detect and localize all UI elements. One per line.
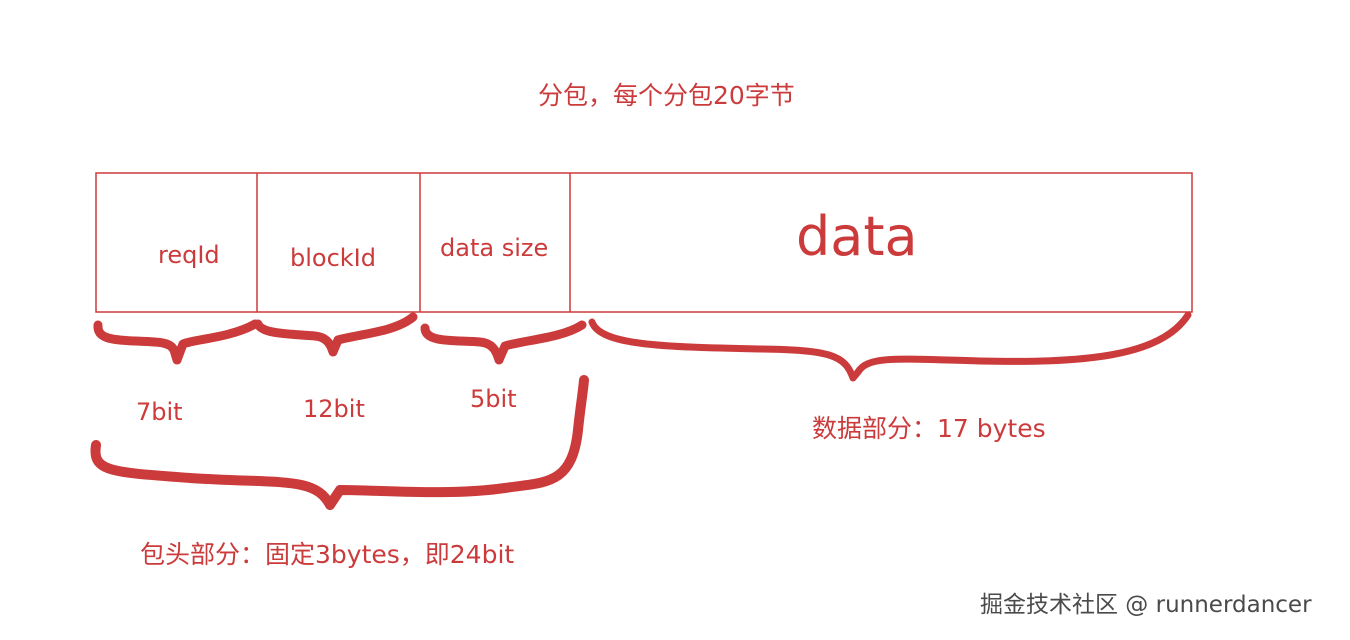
- header-part-label: 包头部分：固定3bytes，即24bit: [140, 540, 515, 569]
- brace-header: [90, 375, 589, 510]
- field-label-blockid: blockId: [290, 244, 376, 272]
- watermark: 掘金技术社区 @ runnerdancer: [980, 592, 1312, 618]
- brace-data: [588, 311, 1192, 382]
- bit-count-reqid: 7bit: [136, 398, 183, 426]
- brace-reqid: [93, 319, 260, 365]
- packet-outline: [95, 172, 1193, 313]
- data-part-label: 数据部分：17 bytes: [812, 414, 1046, 443]
- diagram-title: 分包，每个分包20字节: [538, 81, 795, 110]
- brace-blockid: [253, 312, 418, 357]
- brace-datasize: [420, 320, 587, 365]
- packet-box: [95, 172, 1193, 313]
- field-label-reqid: reqId: [158, 241, 220, 269]
- field-label-data: data: [796, 205, 918, 268]
- braces: [90, 311, 1192, 510]
- bit-count-datasize: 5bit: [470, 385, 517, 413]
- field-label-datasize: data size: [440, 234, 549, 262]
- bit-count-blockid: 12bit: [303, 395, 365, 423]
